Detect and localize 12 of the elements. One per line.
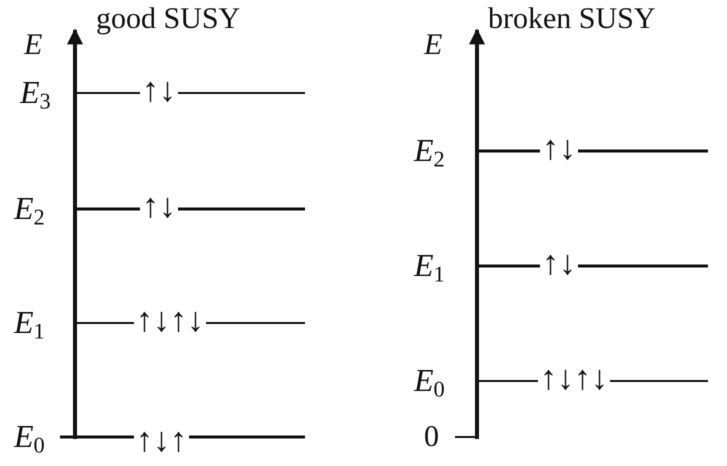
level-label: E$_{0}$ — [14, 420, 45, 457]
level-label: E$_{3}$ — [20, 76, 51, 113]
panel-title: good SUSY — [96, 4, 240, 34]
axis-label: E — [24, 30, 42, 60]
level-label: E$_{1}$ — [14, 306, 45, 343]
level-label: E$_{1}$ — [414, 249, 445, 286]
level-label: E$_{0}$ — [414, 364, 445, 401]
level-label: E$_{2}$ — [14, 192, 45, 229]
axis-value: 0 — [424, 422, 439, 452]
panel-title: broken SUSY — [488, 4, 656, 34]
level-label: E$_{2}$ — [414, 134, 445, 171]
axis-label: E — [424, 30, 442, 60]
